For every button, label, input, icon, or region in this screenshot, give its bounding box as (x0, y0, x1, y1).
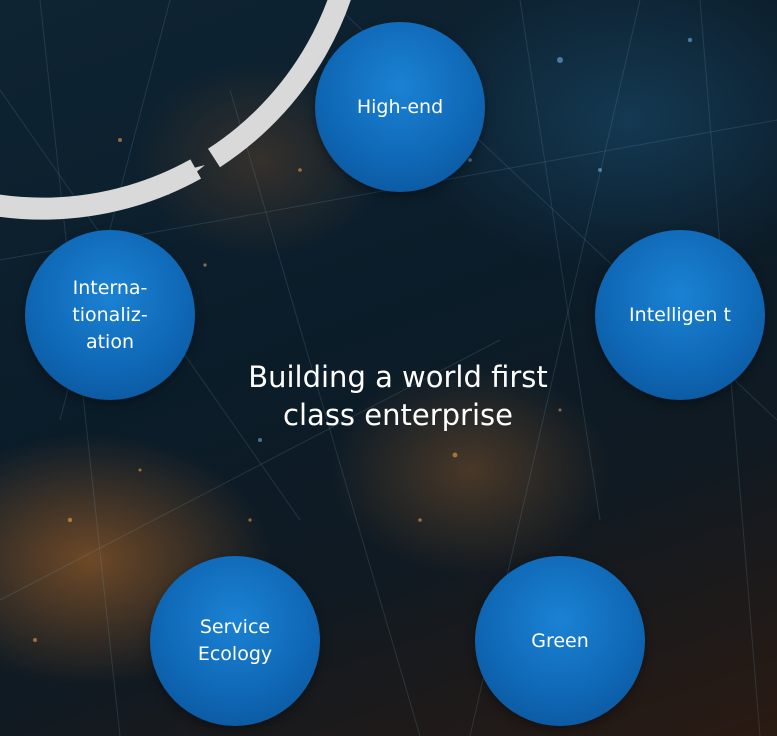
center-title: Building a world first class enterprise (248, 360, 548, 432)
node-service-ecology: Service Ecology (150, 556, 320, 726)
node-label: Interna- tionaliz- ation (72, 276, 148, 353)
node-label: Intelligen t (629, 303, 731, 326)
node-intelligent: Intelligen t (595, 230, 765, 400)
node-label: Green (531, 629, 589, 652)
cycle-arrowhead (168, 165, 205, 195)
node-green: Green (475, 556, 645, 726)
node-high-end: High-end (315, 22, 485, 192)
node-label: High-end (356, 95, 444, 118)
node-label: Service Ecology (197, 616, 273, 665)
node-internationalization: Interna- tionaliz- ation (25, 230, 195, 400)
